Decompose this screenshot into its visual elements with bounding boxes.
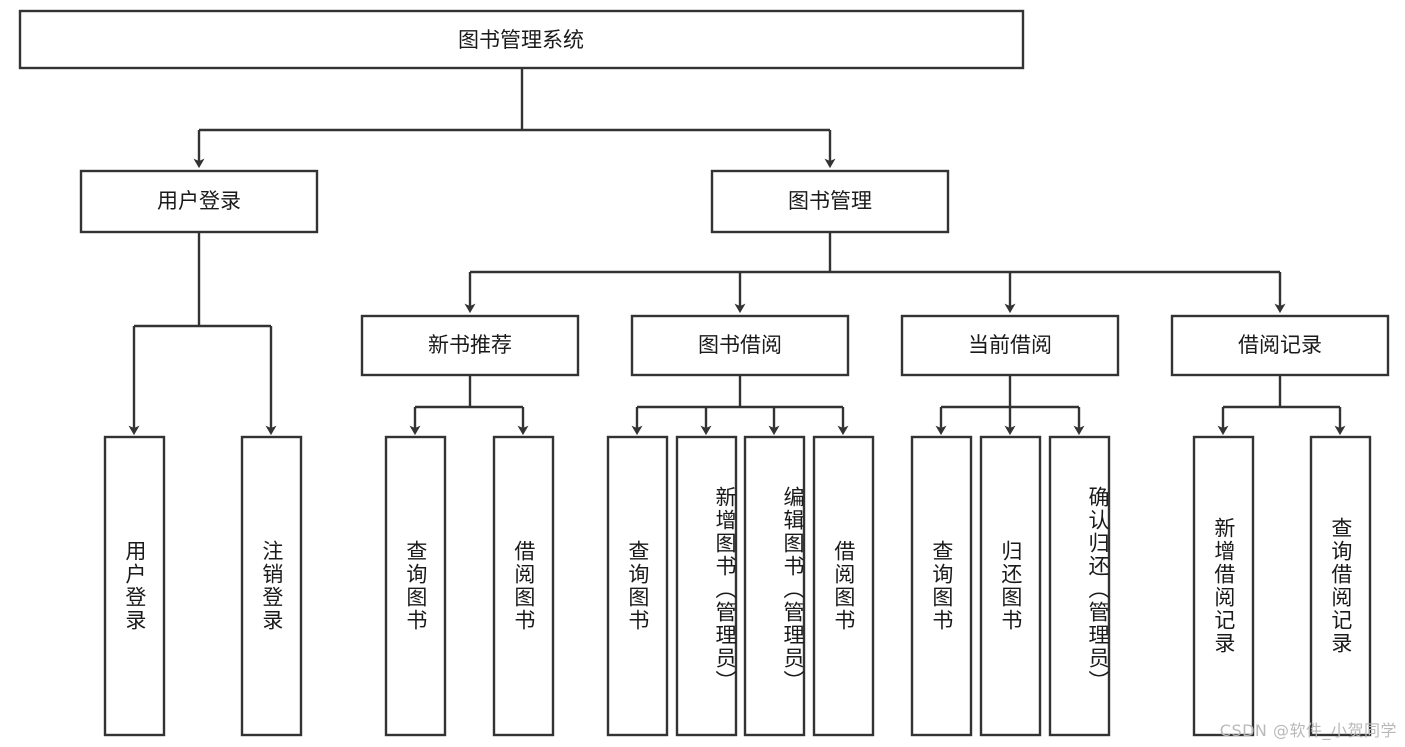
node-book-manage-label: 图书管理 xyxy=(788,189,872,213)
node-new-book-recommend-label: 新书推荐 xyxy=(428,333,512,357)
node-current-borrow-label: 当前借阅 xyxy=(968,333,1052,357)
leaf-box-borrow-record-1[interactable] xyxy=(1192,435,1255,737)
node-book-manage[interactable]: 图书管理 xyxy=(710,169,950,234)
leaf-box-current-borrow-2[interactable] xyxy=(979,435,1042,737)
leaf-box-book-borrow-4[interactable] xyxy=(812,435,875,737)
leaf-box-user-login-2[interactable] xyxy=(240,435,303,737)
leaf-box-current-borrow-1[interactable] xyxy=(910,435,973,737)
node-user-login[interactable]: 用户登录 xyxy=(79,169,319,234)
leaf-box-borrow-record-2[interactable] xyxy=(1309,435,1372,737)
node-new-book-recommend-box[interactable] xyxy=(360,314,580,377)
leaf-box-current-borrow-3[interactable] xyxy=(1048,435,1111,737)
node-current-borrow[interactable]: 当前借阅 xyxy=(900,314,1120,377)
leaf-boxes-borrow-record xyxy=(1192,435,1372,737)
node-book-borrow-label: 图书借阅 xyxy=(698,333,782,357)
leaf-box-new-book-2[interactable] xyxy=(492,435,555,737)
connector-group-new-book xyxy=(409,375,529,436)
csdn-watermark: CSDN @软件_小贺同学 xyxy=(1219,721,1397,740)
connector-group-book-manage xyxy=(464,232,1286,314)
leaf-boxes-current-borrow xyxy=(910,435,1111,737)
leaf-box-user-login-1[interactable] xyxy=(103,435,166,737)
node-root-label: 图书管理系统 xyxy=(458,28,584,52)
node-borrow-record-box[interactable] xyxy=(1170,314,1390,377)
leaf-boxes-book-borrow xyxy=(606,435,875,737)
node-book-borrow-box[interactable] xyxy=(630,314,850,377)
leaf-box-book-borrow-1[interactable] xyxy=(606,435,669,737)
node-book-manage-box[interactable] xyxy=(710,169,950,234)
node-root[interactable]: 图书管理系统 xyxy=(18,9,1025,70)
leaf-box-book-borrow-3[interactable] xyxy=(743,435,806,737)
leaf-boxes-new-book xyxy=(384,435,555,737)
node-borrow-record-label: 借阅记录 xyxy=(1238,333,1322,357)
connector-group-user-login xyxy=(128,232,277,436)
node-book-borrow[interactable]: 图书借阅 xyxy=(630,314,850,377)
connector-group-root xyxy=(193,68,836,169)
node-root-box[interactable] xyxy=(18,9,1025,70)
connector-group-borrow-record xyxy=(1217,375,1346,436)
leaf-box-new-book-1[interactable] xyxy=(384,435,447,737)
node-current-borrow-box[interactable] xyxy=(900,314,1120,377)
connector-group-book-borrow xyxy=(631,375,849,436)
node-user-login-box[interactable] xyxy=(79,169,319,234)
node-borrow-record[interactable]: 借阅记录 xyxy=(1170,314,1390,377)
connector-group-current-borrow xyxy=(935,375,1085,436)
node-user-login-label: 用户登录 xyxy=(157,189,241,213)
leaf-boxes-user-login xyxy=(103,435,303,737)
leaf-box-book-borrow-2[interactable] xyxy=(675,435,738,737)
node-new-book-recommend[interactable]: 新书推荐 xyxy=(360,314,580,377)
